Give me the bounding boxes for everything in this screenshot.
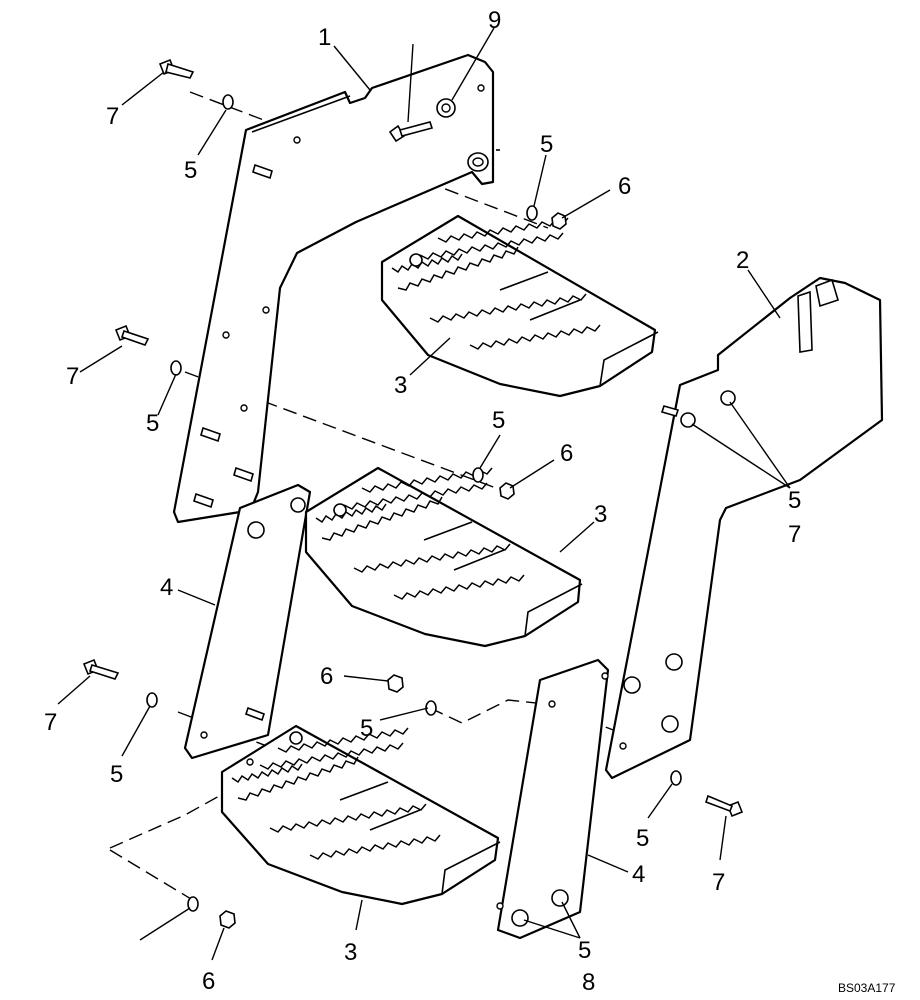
callout-labels: 1 2 3 3 3 4 4 5 5 5 5 5 5 5 5 5 6 6 6 6 … xyxy=(44,7,801,996)
callout-5: 5 xyxy=(360,715,373,742)
callout-7: 8 xyxy=(582,969,595,996)
lock-washers xyxy=(146,94,682,912)
weld-stud xyxy=(193,163,273,509)
upper-step-tread xyxy=(380,214,659,398)
callout-6: 6 xyxy=(320,663,333,690)
callout-5: 5 xyxy=(110,761,123,788)
callout-7: 7 xyxy=(788,521,801,548)
callout-5: 5 xyxy=(636,825,649,852)
callout-6: 6 xyxy=(202,968,215,995)
callout-2: 2 xyxy=(736,247,749,274)
callout-1: 1 xyxy=(318,24,331,51)
callout-5: 5 xyxy=(578,937,591,964)
lower-step-tread xyxy=(220,724,501,906)
callout-3: 3 xyxy=(594,501,607,528)
callout-3: 3 xyxy=(394,372,407,399)
callout-6: 6 xyxy=(618,173,631,200)
leader-lines xyxy=(57,27,791,961)
callout-7: 7 xyxy=(66,363,79,390)
right-side-bracket xyxy=(604,276,884,780)
callout-5: 5 xyxy=(492,407,505,434)
callout-6: 6 xyxy=(560,440,573,467)
callout-4: 4 xyxy=(160,574,173,601)
callout-7: 7 xyxy=(712,869,725,896)
callout-8: 9 xyxy=(488,7,501,34)
middle-step-tread xyxy=(304,466,583,648)
bolts xyxy=(82,58,744,818)
callout-5: 5 xyxy=(788,487,801,514)
callout-7: 7 xyxy=(106,103,119,130)
drawing-code: BS03A177 xyxy=(838,981,896,995)
callout-5: 5 xyxy=(146,410,159,437)
left-hanger-plate xyxy=(183,483,312,760)
callout-5: 5 xyxy=(540,131,553,158)
callout-4: 4 xyxy=(632,861,645,888)
right-hanger-plate xyxy=(496,658,610,940)
flat-washer xyxy=(436,98,456,118)
callout-7: 7 xyxy=(44,709,57,736)
callout-3: 3 xyxy=(344,939,357,966)
callout-5: 5 xyxy=(184,157,197,184)
